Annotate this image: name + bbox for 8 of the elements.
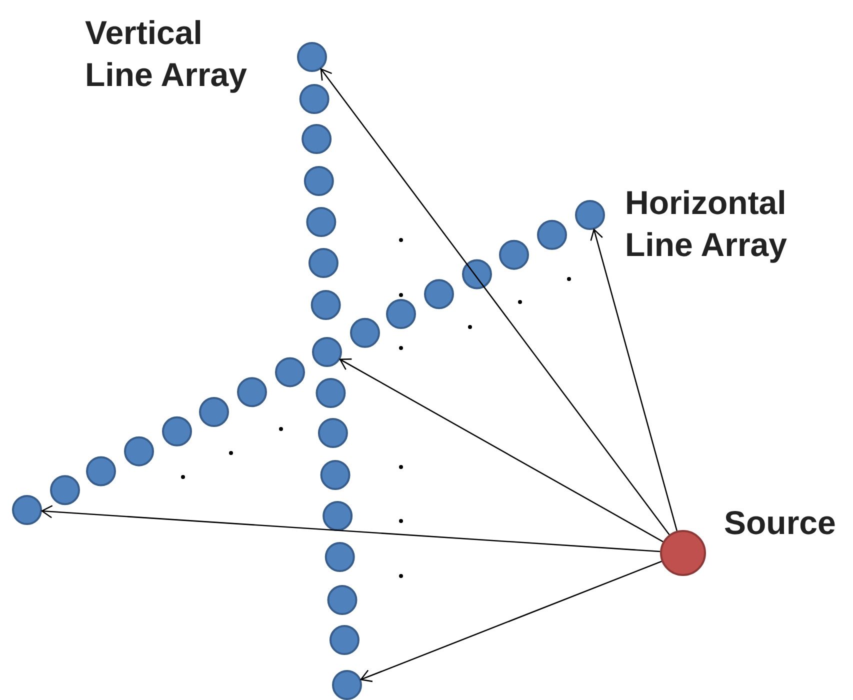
array-label: Vertical Line Array [85,13,248,95]
array-label: Horizontal Line Array [625,183,788,265]
arrow [590,228,678,531]
arrow [339,358,664,542]
arrow [320,68,670,535]
source-label: Source [724,503,836,543]
arrow [360,560,662,682]
arrow [41,505,660,552]
